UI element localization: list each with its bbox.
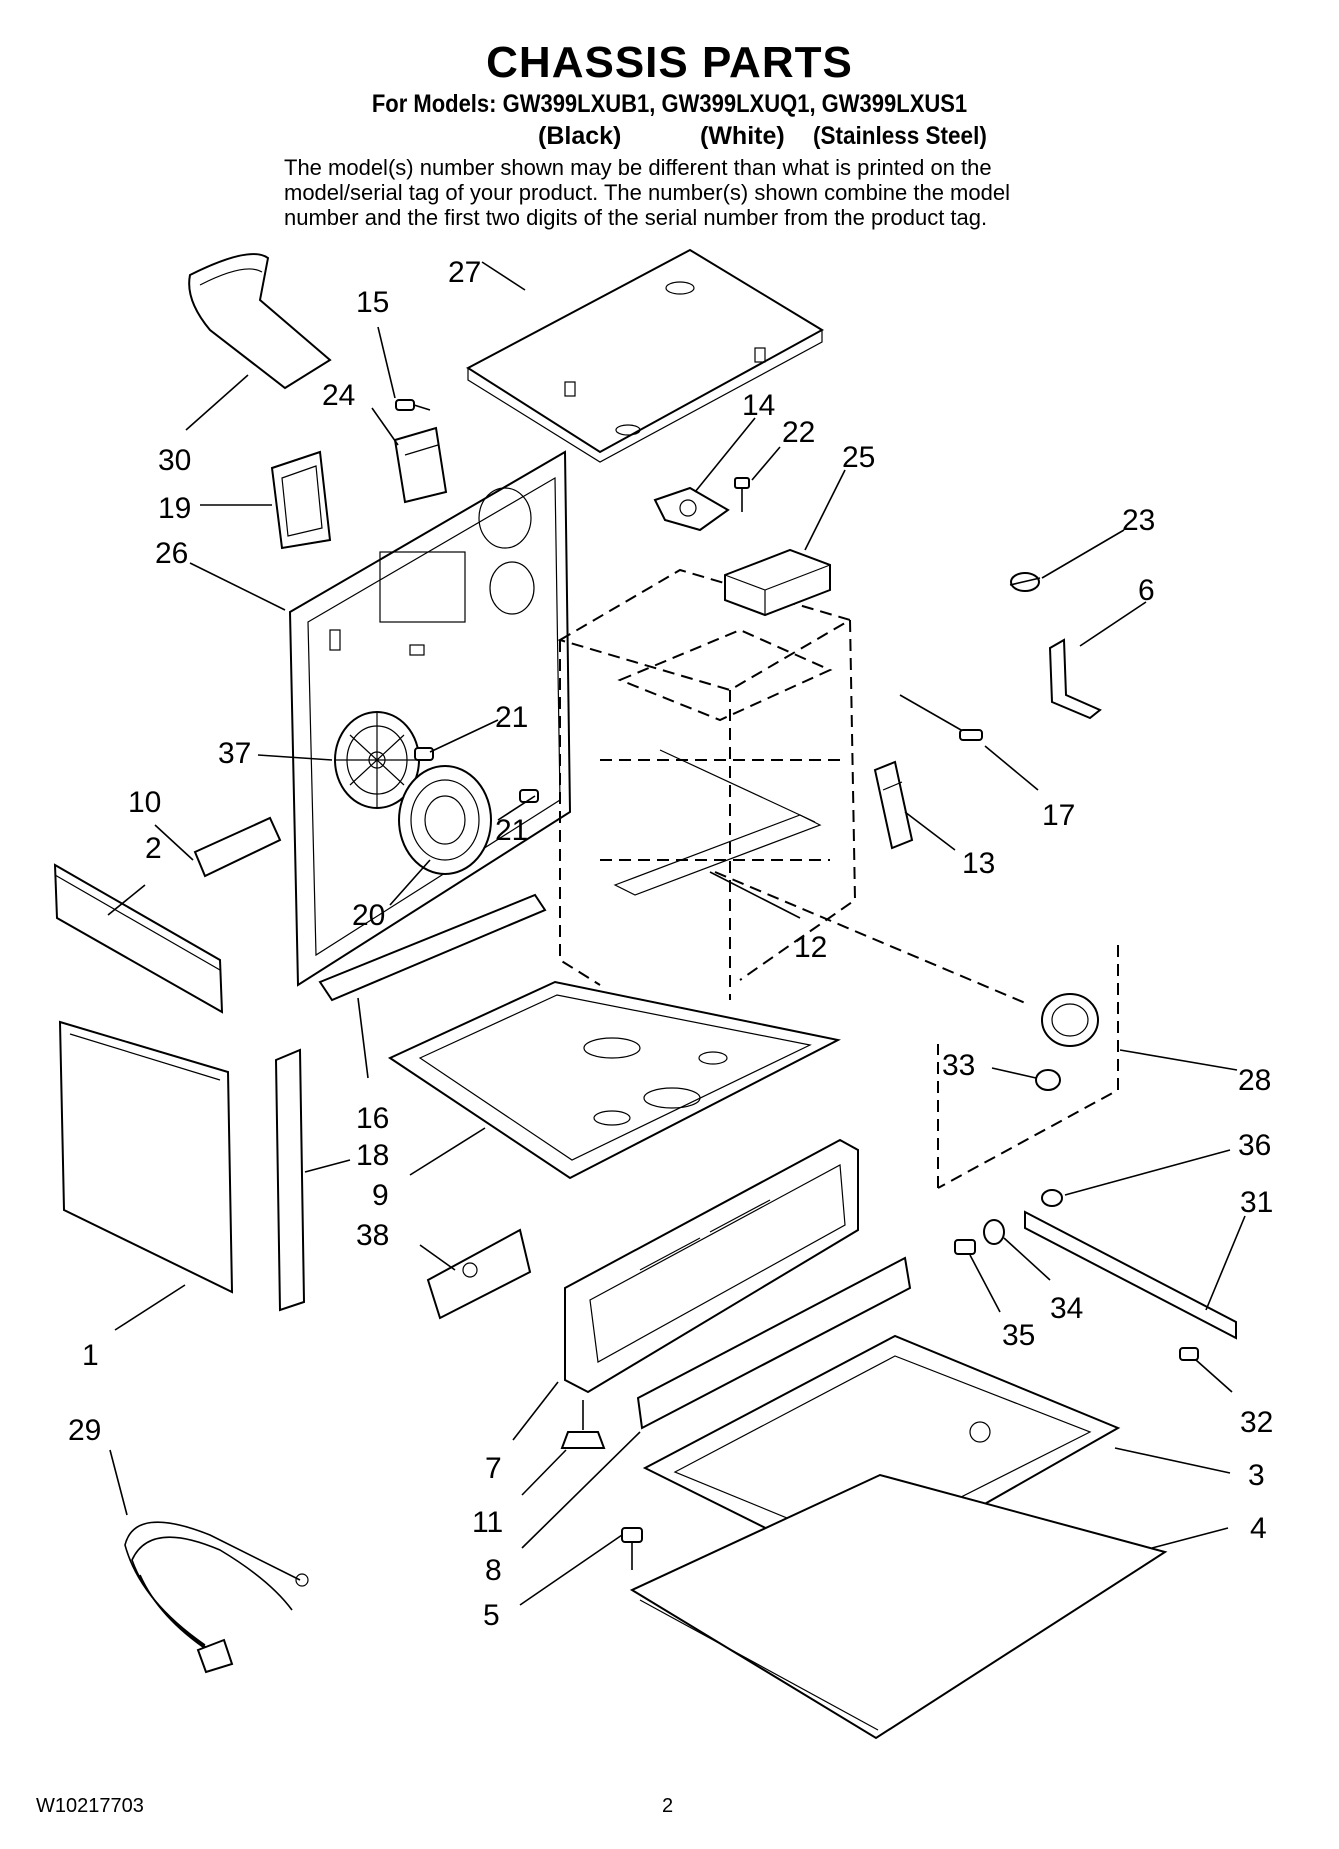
part-light-33 [1035, 1069, 1061, 1091]
part-screw-21a [414, 747, 434, 761]
part-block-25 [724, 548, 831, 617]
note-line: model/serial tag of your product. The nu… [284, 180, 1010, 205]
callout-34: 34 [1050, 1292, 1083, 1325]
part-convection-element [398, 765, 492, 875]
part-oven-cavity [557, 568, 857, 1000]
part-rod-31 [1024, 1210, 1237, 1340]
callout-26: 26 [155, 537, 188, 570]
callout-33: 33 [942, 1049, 975, 1082]
part-oven-bottom [387, 980, 841, 1180]
callout-25: 25 [842, 441, 875, 474]
part-door-frame [613, 749, 822, 896]
callout-1: 1 [82, 1339, 99, 1372]
callout-13: 13 [962, 847, 995, 880]
models-line: For Models: GW399LXUB1, GW399LXUQ1, GW39… [371, 90, 968, 118]
part-sensor-17 [899, 694, 983, 741]
page-title: CHASSIS PARTS [486, 38, 853, 87]
callout-16: 16 [356, 1102, 389, 1135]
part-hinge-13 [873, 760, 914, 850]
callout-12: 12 [794, 931, 827, 964]
part-front-frame [564, 1138, 859, 1394]
part-bracket-6 [1048, 638, 1102, 720]
callout-18: 18 [356, 1139, 389, 1172]
callout-10: 10 [128, 786, 161, 819]
part-screw-15 [395, 399, 431, 411]
leader-lines [107, 261, 1246, 1606]
part-clip-23 [1009, 572, 1041, 592]
callout-21a: 21 [495, 701, 528, 734]
callout-22: 22 [782, 416, 815, 449]
color-white: (White) [700, 122, 785, 150]
part-strip-18 [274, 1048, 306, 1312]
callout-20: 20 [352, 899, 385, 932]
callout-21b: 21 [495, 814, 528, 847]
page-number: 2 [662, 1795, 674, 1817]
part-thermostat-14 [653, 486, 730, 532]
callout-31: 31 [1240, 1186, 1273, 1219]
part-bracket-24 [393, 426, 448, 504]
callout-17: 17 [1042, 799, 1075, 832]
callout-14: 14 [742, 389, 775, 422]
note-line: number and the first two digits of the s… [284, 205, 988, 230]
callout-9: 9 [372, 1179, 389, 1212]
note-line: The model(s) number shown may be differe… [284, 155, 992, 180]
callout-5: 5 [483, 1599, 500, 1632]
part-bottom-plate [629, 1473, 1168, 1740]
part-washer-34 [983, 1219, 1005, 1245]
part-leveling-leg [560, 1400, 606, 1449]
part-strip-8 [636, 1256, 912, 1430]
callout-19: 19 [158, 492, 191, 525]
callout-4: 4 [1250, 1512, 1267, 1545]
callout-38: 38 [356, 1219, 389, 1252]
part-switch-assembly-box [937, 945, 1119, 1189]
callout-6: 6 [1138, 574, 1155, 607]
part-power-cord [124, 1521, 309, 1674]
part-screw-32 [1179, 1347, 1199, 1361]
part-screw-21b [519, 789, 539, 803]
color-black: (Black) [538, 122, 622, 150]
part-strip-10 [193, 816, 282, 878]
callout-35: 35 [1002, 1319, 1035, 1352]
part-bracket-19 [270, 450, 332, 550]
callout-30: 30 [158, 444, 191, 477]
callout-32: 32 [1240, 1406, 1273, 1439]
callout-24: 24 [322, 379, 355, 412]
part-screw-22 [734, 477, 750, 512]
part-vent-shield [188, 253, 332, 390]
part-screw-5 [621, 1527, 643, 1570]
callout-2: 2 [145, 832, 162, 865]
document-number: W10217703 [36, 1795, 144, 1817]
callout-15: 15 [356, 286, 389, 319]
part-bushing-36 [1041, 1189, 1063, 1207]
callout-3: 3 [1248, 1459, 1265, 1492]
part-trim-2 [53, 863, 224, 1014]
part-top-cover [466, 248, 824, 463]
part-bracket-38 [426, 1228, 532, 1320]
callout-8: 8 [485, 1554, 502, 1587]
callout-23: 23 [1122, 504, 1155, 537]
part-bolt-35 [954, 1239, 976, 1255]
callout-11: 11 [472, 1506, 503, 1539]
callout-37: 37 [218, 737, 251, 770]
color-stainless: (Stainless Steel) [813, 122, 987, 150]
callout-28: 28 [1238, 1064, 1271, 1097]
callout-29: 29 [68, 1414, 101, 1447]
callout-7: 7 [485, 1452, 502, 1485]
part-bracket-16 [318, 893, 547, 1002]
callout-36: 36 [1238, 1129, 1271, 1162]
part-side-panel [58, 1020, 234, 1294]
callout-27: 27 [448, 256, 481, 289]
model-number-note: The model(s) number shown may be differe… [284, 155, 1084, 230]
callout-labels: 27 15 24 30 19 26 14 22 25 23 6 37 21 21… [68, 256, 1273, 1632]
